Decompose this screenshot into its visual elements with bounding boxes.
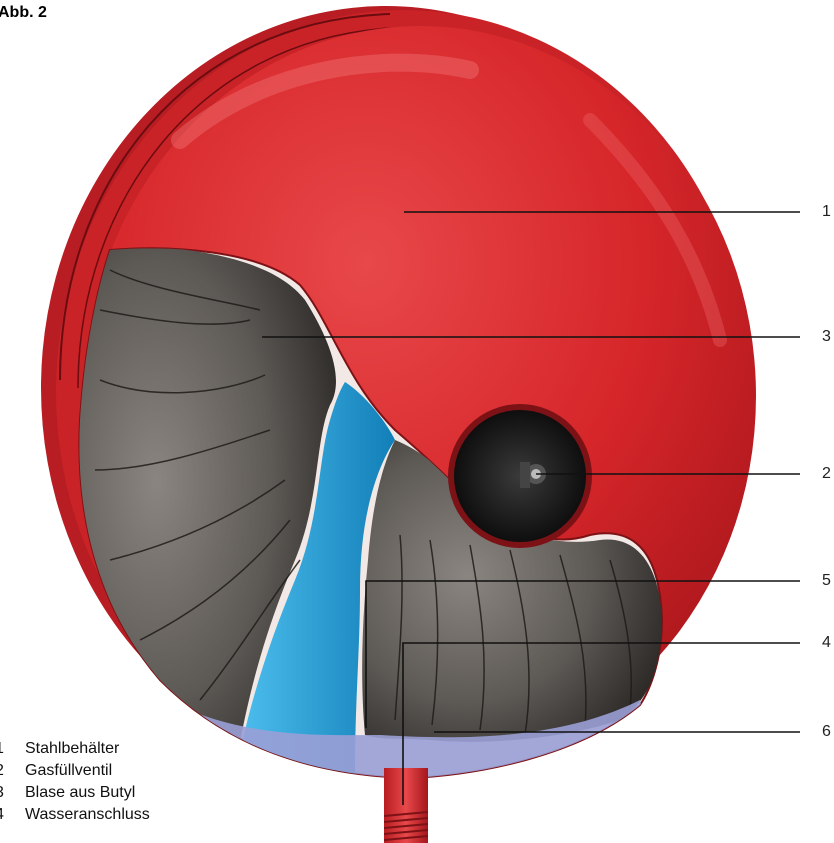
legend-item: 1Stahlbehälter: [0, 738, 150, 760]
legend-number: 2: [0, 760, 25, 782]
legend-number: 4: [0, 804, 25, 826]
callout-5: 5: [822, 572, 831, 590]
legend-number: 1: [0, 738, 25, 760]
callout-6: 6: [822, 723, 831, 741]
legend-item: 3Blase aus Butyl: [0, 782, 150, 804]
legend-item: 4Wasseranschluss: [0, 804, 150, 826]
legend: 1Stahlbehälter 2Gasfüllventil 3Blase aus…: [0, 738, 150, 826]
callout-1: 1: [822, 203, 831, 221]
legend-text: Wasseranschluss: [25, 806, 150, 823]
water-connection: [384, 768, 428, 843]
legend-text: Stahlbehälter: [25, 740, 119, 757]
callout-3: 3: [822, 328, 831, 346]
legend-text: Blase aus Butyl: [25, 784, 135, 801]
legend-number: 3: [0, 782, 25, 804]
gas-fill-valve: [448, 404, 592, 548]
callout-4: 4: [822, 634, 831, 652]
callout-2: 2: [822, 465, 831, 483]
legend-text: Gasfüllventil: [25, 762, 112, 779]
legend-item: 2Gasfüllventil: [0, 760, 150, 782]
